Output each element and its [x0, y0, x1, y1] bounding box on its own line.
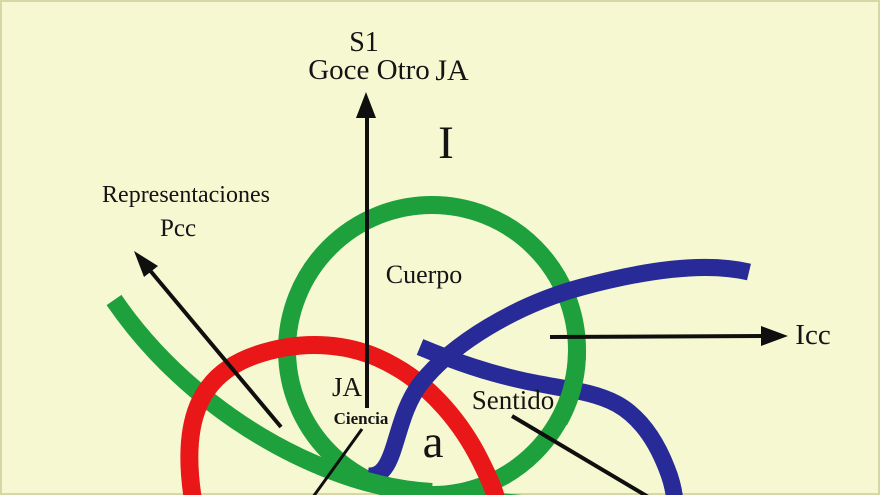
- label-goce-otro: Goce Otro: [308, 54, 430, 86]
- green-arc: [106, 294, 523, 495]
- up-arrow: [356, 92, 376, 408]
- upleft-arrow: [134, 251, 283, 429]
- label-cuerpo: Cuerpo: [385, 260, 463, 289]
- label-ciencia: Ciencia: [333, 409, 389, 428]
- right-arrow: [549, 326, 788, 346]
- green-arc-overlap-patch: [326, 459, 433, 495]
- label-ja: JA: [331, 372, 363, 402]
- label-representaciones: Representaciones: [102, 182, 270, 208]
- label-icc: Icc: [795, 319, 831, 351]
- red-ring: [180, 336, 505, 495]
- blue-arc-upper: [367, 258, 751, 485]
- ciencia-line: [312, 428, 364, 495]
- green-ring-overlap-patch: [551, 347, 587, 426]
- label-objeto-a: a: [422, 416, 444, 468]
- label-s1: S1: [349, 27, 379, 58]
- label-pcc: Pcc: [159, 215, 197, 242]
- sentido-line: [510, 414, 649, 495]
- label-ja-top: JA: [435, 54, 469, 87]
- label-sentido: Sentido: [471, 385, 555, 415]
- label-imaginario: I: [438, 117, 454, 169]
- blue-arc-lower: [416, 339, 683, 495]
